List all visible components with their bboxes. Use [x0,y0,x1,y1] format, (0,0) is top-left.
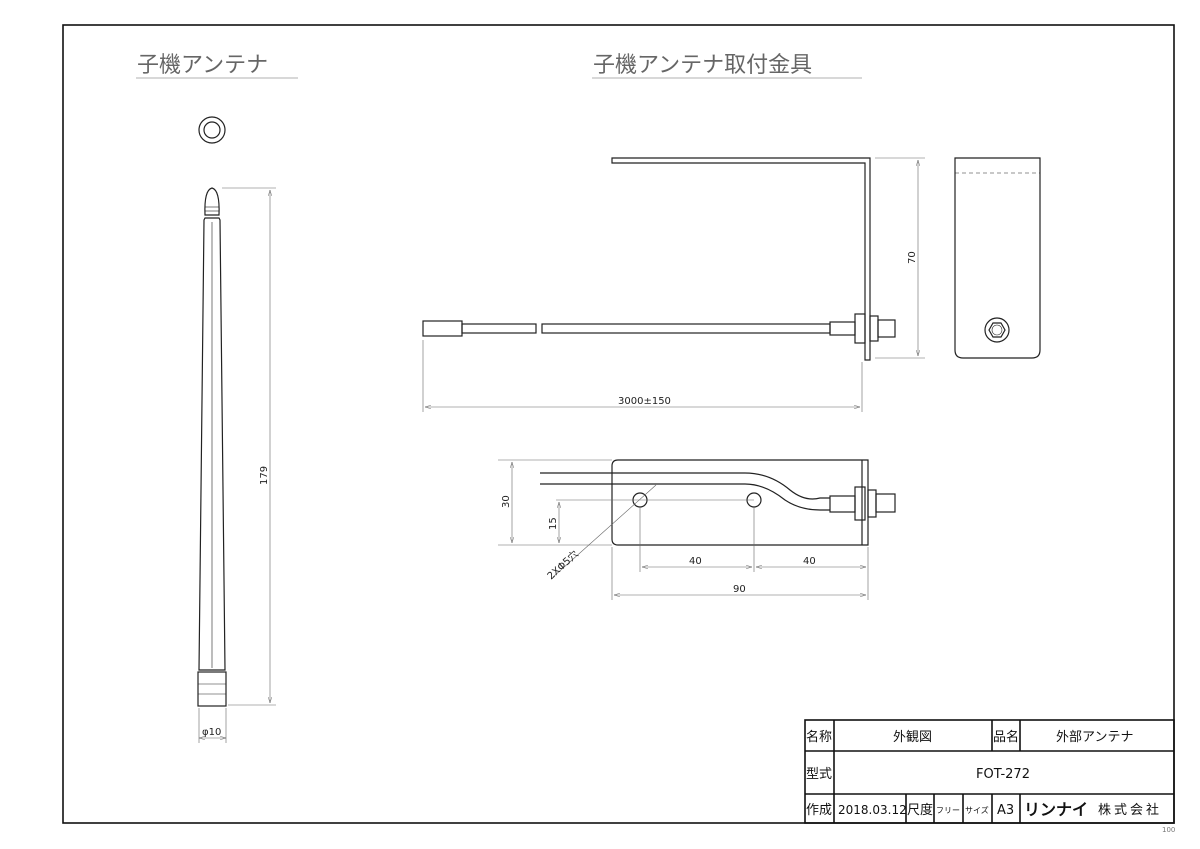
product-value: 外部アンテナ [1056,730,1133,745]
sheet-number: 100 [1162,826,1175,834]
dim-179: 179 [259,466,270,485]
company-suffix: 株式会社 [1098,802,1162,818]
bracket-title: 子機アンテナ取付金具 [593,53,812,78]
bracket-side-view [954,157,1041,359]
bracket-top-view: 30 15 40 40 90 2XΦ5穴 [498,459,896,600]
dim-40b: 40 [803,556,816,567]
dim-40a: 40 [689,556,702,567]
size-label: サイズ [965,805,989,815]
dim-3000: 3000±150 [618,396,671,407]
dim-90: 90 [733,584,746,595]
dim-15: 15 [548,517,559,530]
company-logo: リンナイ [1024,800,1088,819]
dim-holes: 2XΦ5穴 [544,548,581,583]
title-block: 名称 外観図 品名 外部アンテナ 型式 FOT-272 作成 2018.03.1… [804,719,1175,824]
model-label: 型式 [806,767,832,782]
product-label: 品名 [993,729,1019,745]
dim-70: 70 [907,251,918,264]
bracket-front-view: 70 3000±150 [422,157,925,412]
scale-value: フリー [936,806,960,815]
sheet-border [62,24,1175,824]
created-label: 作成 [806,803,832,818]
dim-phi10: φ10 [202,727,221,738]
name-value: 外観図 [893,730,932,745]
scale-label: 尺度 [907,802,933,818]
created-date: 2018.03.12 [838,803,907,817]
antenna-drawing: 179 φ10 [197,116,276,743]
model-value: FOT-272 [976,767,1030,782]
antenna-title: 子機アンテナ [137,53,268,78]
dim-30: 30 [501,495,512,508]
size-value: A3 [997,803,1014,818]
name-label: 名称 [806,729,832,745]
